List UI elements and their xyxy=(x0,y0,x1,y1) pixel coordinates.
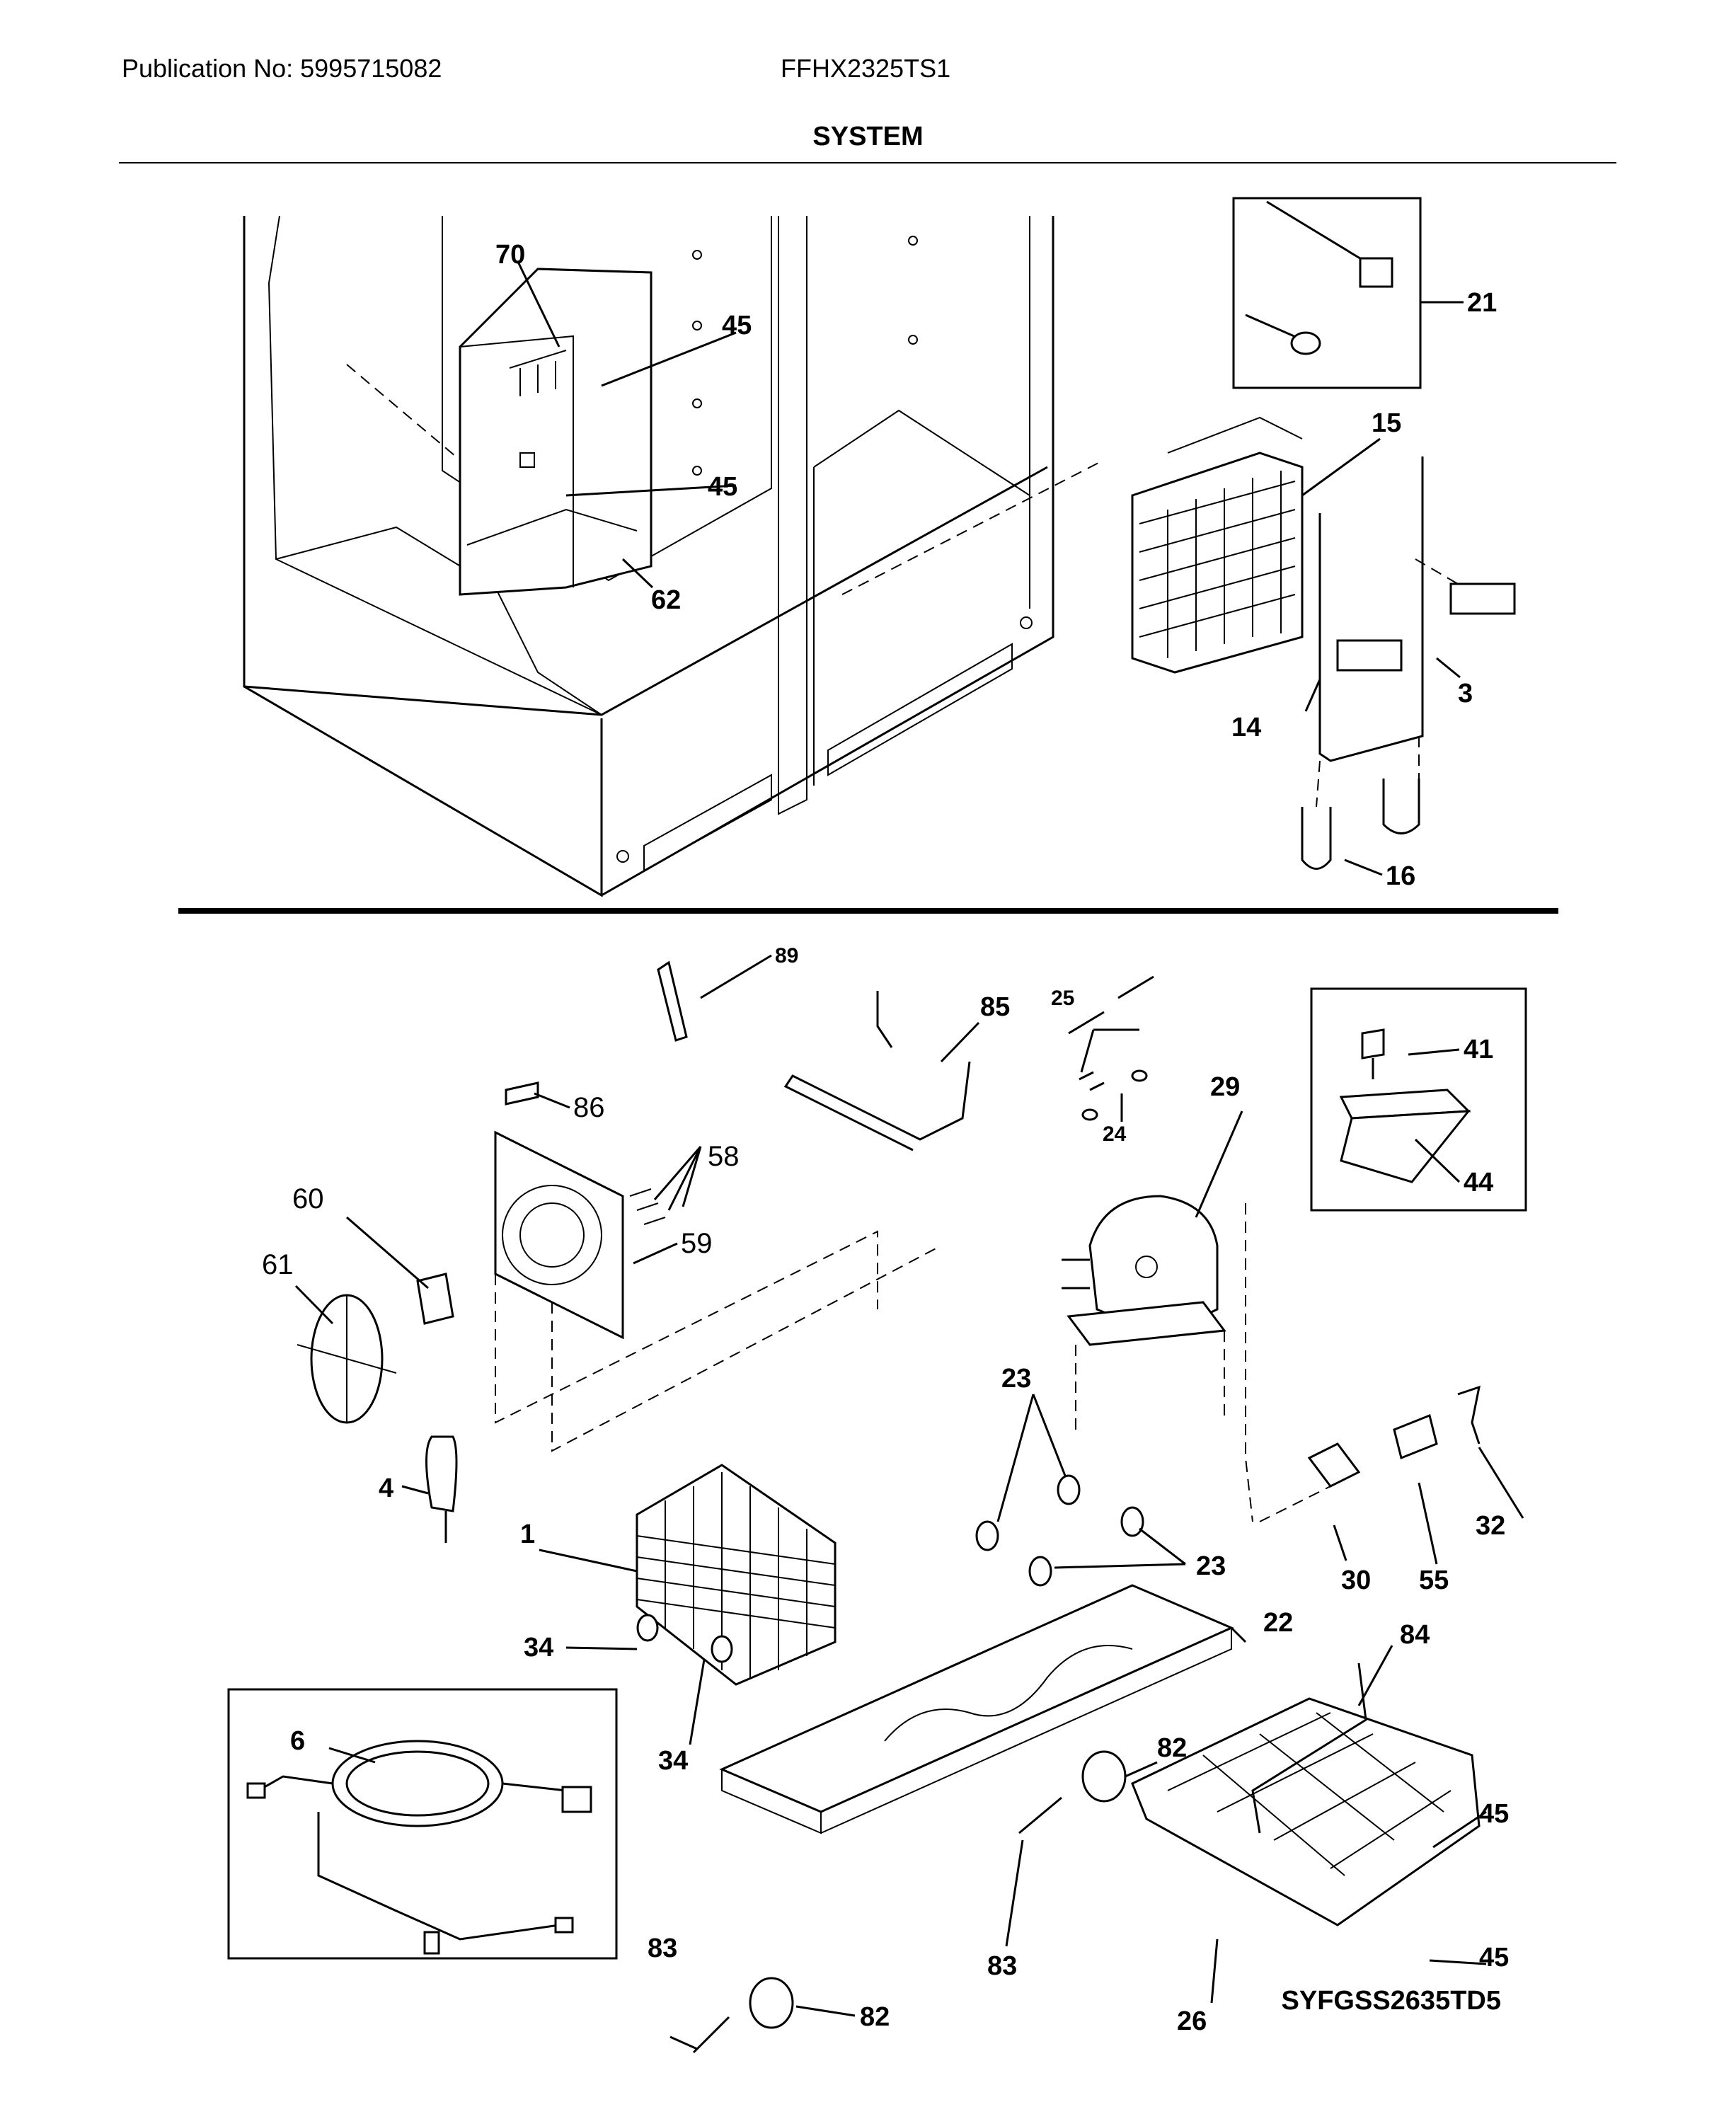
detail-box-41-44 xyxy=(1310,987,1527,1212)
callout-6: 6 xyxy=(290,1726,305,1756)
callout-84: 84 xyxy=(1400,1620,1430,1650)
callout-26: 26 xyxy=(1177,2006,1207,2036)
callout-89: 89 xyxy=(775,944,798,967)
callout-30: 30 xyxy=(1341,1566,1371,1595)
callout-34-upper: 34 xyxy=(524,1633,553,1662)
callout-45-upper: 45 xyxy=(722,311,752,340)
compressor-mount-drawings xyxy=(975,975,1154,1587)
compressor-drawing xyxy=(1062,1195,1345,1522)
callout-29: 29 xyxy=(1210,1072,1240,1102)
callout-82-upper: 82 xyxy=(1157,1733,1187,1763)
model-number: FFHX2325TS1 xyxy=(781,54,951,83)
callout-32: 32 xyxy=(1476,1511,1505,1541)
callout-24: 24 xyxy=(1103,1122,1127,1146)
callout-45-middle: 45 xyxy=(708,472,737,502)
callout-85: 85 xyxy=(980,992,1010,1022)
callout-labels: 70 45 45 62 21 15 3 14 16 89 85 25 24 29… xyxy=(262,240,1509,2036)
callout-14: 14 xyxy=(1231,713,1261,742)
callout-15: 15 xyxy=(1372,408,1401,438)
callout-23-upper: 23 xyxy=(1001,1364,1031,1394)
evaporator-coil-drawing xyxy=(1131,416,1304,674)
callout-34-lower: 34 xyxy=(658,1746,688,1776)
callout-4: 4 xyxy=(379,1474,393,1503)
callout-61: 61 xyxy=(262,1249,294,1280)
callout-86: 86 xyxy=(573,1092,605,1123)
drain-pan-drawing xyxy=(1131,1662,1481,1926)
defrost-heater-drawing xyxy=(1301,456,1516,870)
callout-16: 16 xyxy=(1386,861,1415,891)
callout-25: 25 xyxy=(1051,987,1074,1010)
section-divider xyxy=(178,908,1558,914)
refrigerator-cabinet-drawing xyxy=(243,215,1105,897)
callout-45-bottom: 45 xyxy=(1479,1943,1509,1972)
callout-59: 59 xyxy=(681,1228,713,1259)
callout-45-lower: 45 xyxy=(1479,1799,1509,1829)
header-divider xyxy=(119,162,1616,163)
publication-number: Publication No: 5995715082 xyxy=(122,54,442,83)
small-parts-drawings xyxy=(425,960,1481,2054)
callout-83-left: 83 xyxy=(648,1934,677,1963)
callout-21: 21 xyxy=(1467,288,1497,318)
callout-60: 60 xyxy=(292,1183,324,1214)
callout-55: 55 xyxy=(1419,1566,1449,1595)
base-pan-drawing xyxy=(719,1584,1234,1834)
callout-44: 44 xyxy=(1464,1168,1493,1198)
condenser-coil-drawing xyxy=(636,1464,837,1686)
evaporator-cover-drawing xyxy=(459,268,653,596)
callout-70: 70 xyxy=(495,240,525,270)
diagram-code: SYFGSS2635TD5 xyxy=(1281,1986,1501,2016)
callout-62: 62 xyxy=(651,585,681,615)
section-title: SYSTEM xyxy=(812,122,924,151)
callout-41: 41 xyxy=(1464,1035,1493,1064)
callout-83-right: 83 xyxy=(987,1951,1017,1981)
callout-22: 22 xyxy=(1263,1608,1293,1638)
detail-box-6-power-cord xyxy=(227,1688,618,1960)
callout-23-lower: 23 xyxy=(1196,1551,1226,1581)
callout-3: 3 xyxy=(1458,679,1473,708)
condenser-fan-assembly-drawing xyxy=(297,1081,942,1452)
callout-82-lower: 82 xyxy=(860,2002,890,2032)
detail-box-21 xyxy=(1232,197,1422,389)
callout-58: 58 xyxy=(708,1141,740,1172)
leader-lines xyxy=(294,261,1524,2050)
callout-1: 1 xyxy=(520,1520,535,1549)
